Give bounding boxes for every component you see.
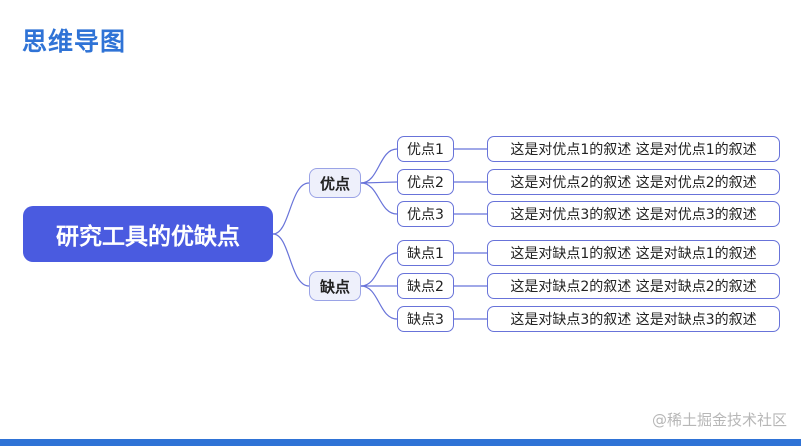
leaf-disadvantage-2: 缺点2 [397,273,454,299]
root-node: 研究工具的优缺点 [23,206,273,262]
connector-adv-2 [360,181,398,184]
branch-disadvantages: 缺点 [309,271,361,301]
leaf-advantage-1: 优点1 [397,136,454,162]
branch-advantages: 优点 [309,168,361,198]
leaf-disadvantage-3: 缺点3 [397,306,454,332]
leaf-advantage-2: 优点2 [397,169,454,195]
desc-advantage-3: 这是对优点3的叙述 这是对优点3的叙述 [487,201,780,227]
page-title: 思维导图 [22,27,127,56]
connector-adv-3 [360,182,398,215]
connector-dis-1 [360,252,398,287]
desc-disadvantage-2: 这是对缺点2的叙述 这是对缺点2的叙述 [487,273,780,299]
watermark: @稀土掘金技术社区 [651,411,787,429]
desc-disadvantage-3: 这是对缺点3的叙述 这是对缺点3的叙述 [487,306,780,332]
leaf-disadvantage-1: 缺点1 [397,240,454,266]
connector-root-disadvantages [272,233,310,287]
desc-advantage-1: 这是对优点1的叙述 这是对优点1的叙述 [487,136,780,162]
connector-adv-1 [360,148,398,184]
footer-bar [0,439,801,446]
desc-advantage-2: 这是对优点2的叙述 这是对优点2的叙述 [487,169,780,195]
connector-dis-3 [360,285,398,320]
connector-root-advantages [272,182,310,235]
desc-disadvantage-1: 这是对缺点1的叙述 这是对缺点1的叙述 [487,240,780,266]
leaf-advantage-3: 优点3 [397,201,454,227]
